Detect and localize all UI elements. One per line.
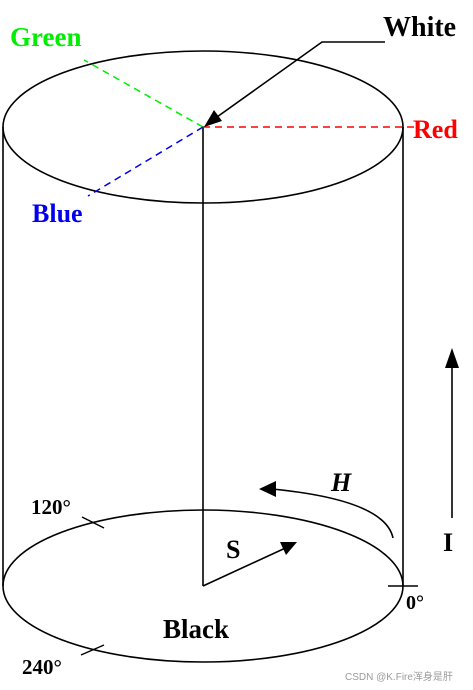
label-white: White <box>383 12 456 43</box>
hue-arc-arrowhead <box>259 481 276 497</box>
label-red: Red <box>413 115 458 144</box>
label-hue: H <box>330 468 352 497</box>
label-blue: Blue <box>32 199 83 228</box>
label-saturation: S <box>226 535 240 564</box>
label-green: Green <box>10 22 81 52</box>
intensity-arrowhead <box>445 348 459 368</box>
saturation-arrow <box>202 544 293 587</box>
label-intensity: I <box>443 528 453 557</box>
label-120-degrees: 120° <box>31 495 71 519</box>
label-240-degrees: 240° <box>22 655 62 679</box>
tick-120 <box>81 516 105 529</box>
blue-direction-line <box>87 126 204 197</box>
white-pointer-line <box>209 41 385 123</box>
white-pointer-arrowhead <box>204 110 222 127</box>
green-direction-line <box>83 59 204 128</box>
tick-240 <box>80 644 105 656</box>
watermark: CSDN @K.Fire浑身是肝 <box>345 670 453 683</box>
hue-arc-arrow <box>271 488 394 539</box>
saturation-arrowhead <box>280 542 297 555</box>
label-0-degrees: 0° <box>406 592 424 614</box>
label-black: Black <box>163 614 229 644</box>
